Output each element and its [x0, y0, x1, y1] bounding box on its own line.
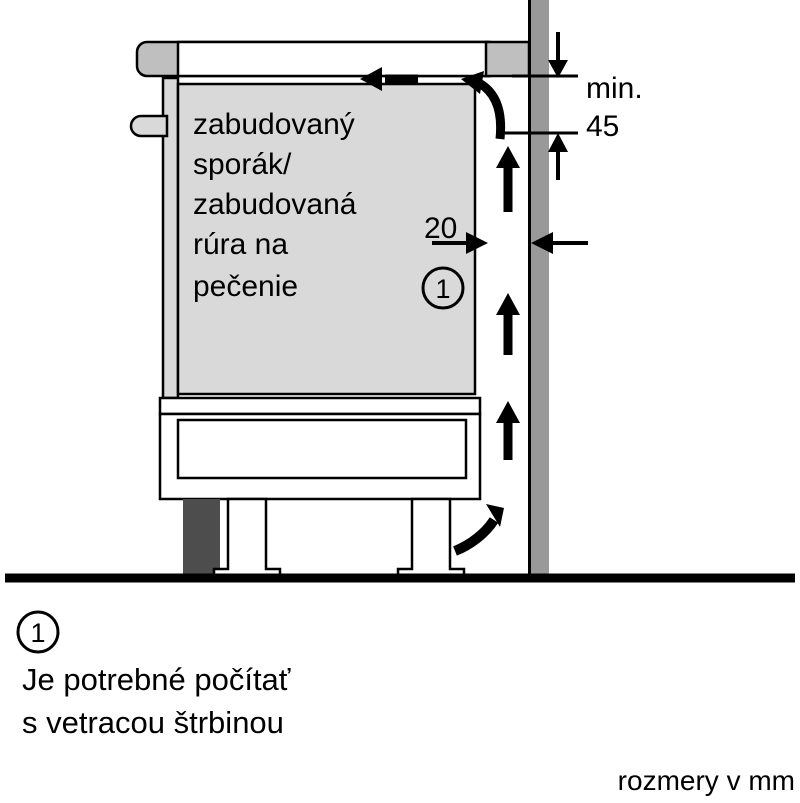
airflow-arrow-up-3	[496, 401, 520, 460]
airflow-group	[360, 67, 520, 556]
legend-group: 1 Je potrebné počítať s vetracou štrbino…	[16, 610, 291, 740]
appliance-handle	[129, 114, 169, 138]
legend-marker-circle	[16, 610, 60, 654]
airflow-arrow-left-top	[360, 67, 418, 91]
wall-fill	[529, 0, 549, 578]
legend-marker-number: 1	[30, 618, 45, 648]
airflow-arrow-curve-top	[461, 71, 506, 140]
airflow-arrow-curve-top-head	[461, 71, 484, 94]
airflow-arrow-curve-bottom-head	[486, 504, 504, 527]
airflow-arrow-left-top-head	[360, 67, 382, 91]
appliance-label-line-2: sporák/	[193, 148, 292, 181]
appliance-label-line-1: zabudovaný	[193, 108, 355, 141]
legend-note-line-1: Je potrebné počítať	[22, 662, 291, 697]
marker-number: 1	[435, 274, 450, 304]
airflow-arrow-up-2-head	[496, 293, 520, 315]
base-unit-drawer-front	[176, 418, 468, 480]
marker-circle	[421, 266, 465, 310]
appliance-group: zabudovaný sporák/ zabudovaná rúra na pe…	[129, 76, 477, 400]
dimension-gap-20: 20	[424, 212, 588, 254]
plinth-block	[183, 499, 220, 578]
base-unit-group	[158, 396, 482, 501]
appliance-body	[176, 82, 477, 396]
appliance-label-line-5: pečenie	[193, 270, 298, 303]
dimension-gap-20-arrow-left-head	[531, 232, 553, 254]
dimension-min-45-label-line-1: min.	[586, 72, 643, 105]
appliance-label-line-3: zabudovaná	[193, 188, 357, 221]
base-unit-top-rail	[158, 396, 482, 416]
units-label: rozmery v mm	[618, 765, 795, 796]
dimension-min-45-arrow-up-head	[548, 133, 568, 152]
airflow-arrow-curve-bottom	[453, 504, 504, 556]
legend-note-line-2: s vetracou štrbinou	[22, 705, 284, 740]
countertop-right-cap	[484, 40, 531, 78]
countertop-group	[135, 40, 531, 78]
airflow-arrow-curve-bottom-shaft	[453, 517, 499, 556]
countertop-slab	[176, 40, 490, 78]
airflow-arrow-up-3-head	[496, 401, 520, 423]
dimension-gap-20-label: 20	[424, 212, 457, 245]
appliance-marker-1: 1	[421, 266, 465, 310]
dimension-min-45: min. 45	[505, 32, 643, 180]
dimension-min-45-label-line-2: 45	[586, 110, 619, 143]
dimension-min-45-arrow-down-head	[548, 60, 568, 78]
airflow-arrow-curve-top-shaft	[476, 79, 506, 140]
dimension-gap-20-arrow-right-head	[466, 232, 488, 254]
appliance-label-line-4: rúra na	[193, 228, 288, 261]
wall-group	[528, 0, 549, 578]
airflow-arrow-up-2	[496, 293, 520, 355]
airflow-arrow-up-1-head	[496, 146, 520, 168]
airflow-arrow-up-1	[496, 146, 520, 212]
appliance-label: zabudovaný sporák/ zabudovaná rúra na pe…	[193, 108, 357, 303]
